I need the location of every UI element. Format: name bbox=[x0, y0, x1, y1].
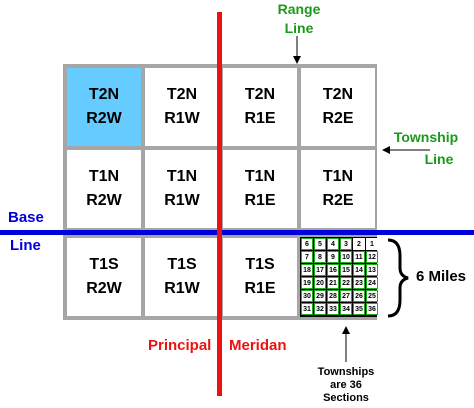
six-miles-label: 6 Miles bbox=[416, 268, 467, 285]
section-cell: 33 bbox=[327, 303, 339, 315]
range-label: R2E bbox=[322, 192, 354, 209]
section-cell: 7 bbox=[301, 251, 313, 263]
section-cell: 27 bbox=[340, 290, 352, 302]
range-label: R1W bbox=[164, 110, 200, 127]
section-cell: 34 bbox=[340, 303, 352, 315]
section-cell: 25 bbox=[366, 290, 378, 302]
township-label: T2N bbox=[166, 86, 198, 103]
range-label: R2E bbox=[322, 110, 354, 127]
township-label: T2N bbox=[322, 86, 354, 103]
section-cell: 10 bbox=[340, 251, 352, 263]
section-cell: 14 bbox=[353, 264, 365, 276]
township-label: T1N bbox=[88, 168, 120, 185]
township-label: T1N bbox=[244, 168, 276, 185]
range-line-label-1: Range bbox=[277, 1, 321, 17]
section-cell: 21 bbox=[327, 277, 339, 289]
section-cell: 24 bbox=[366, 277, 378, 289]
section-cell: 30 bbox=[301, 290, 313, 302]
range-label: R2W bbox=[86, 192, 122, 209]
township-label: T1S bbox=[89, 256, 119, 273]
base-line-label-bottom: Line bbox=[10, 237, 41, 254]
section-cell: 8 bbox=[314, 251, 326, 263]
section-cell: 1 bbox=[366, 238, 378, 250]
range-label: R1W bbox=[164, 280, 200, 297]
range-label: R1E bbox=[244, 192, 276, 209]
section-cell: 23 bbox=[353, 277, 365, 289]
section-cell: 15 bbox=[340, 264, 352, 276]
range-line-label-2: Line bbox=[284, 20, 314, 36]
township-line-label-2: Line bbox=[424, 151, 454, 167]
section-cell: 18 bbox=[301, 264, 313, 276]
township-label: T2N bbox=[88, 86, 120, 103]
township-label: T1S bbox=[167, 256, 197, 273]
township-label: T1S bbox=[245, 256, 275, 273]
township-label: T1N bbox=[166, 168, 198, 185]
section-cell: 6 bbox=[301, 238, 313, 250]
townships-note-1: Townships bbox=[317, 366, 375, 378]
township-line-label-1: Township bbox=[393, 129, 459, 145]
section-cell: 17 bbox=[314, 264, 326, 276]
range-line-label: Range Line bbox=[270, 0, 328, 38]
section-cell: 28 bbox=[327, 290, 339, 302]
section-cell: 2 bbox=[353, 238, 365, 250]
section-cell: 32 bbox=[314, 303, 326, 315]
section-cell: 12 bbox=[366, 251, 378, 263]
section-cell: 9 bbox=[327, 251, 339, 263]
townships-note-3: Sections bbox=[323, 392, 369, 404]
section-cell: 31 bbox=[301, 303, 313, 315]
six-miles-brace bbox=[387, 238, 409, 318]
range-label: R2W bbox=[86, 110, 122, 127]
meridian-label: Meridan bbox=[229, 337, 287, 354]
section-cell: 3 bbox=[340, 238, 352, 250]
section-cell: 26 bbox=[353, 290, 365, 302]
township-line-label: Township Line bbox=[378, 126, 474, 170]
range-label: R1E bbox=[244, 110, 276, 127]
townships-note-2: are 36 bbox=[330, 379, 362, 391]
range-label: R2W bbox=[86, 280, 122, 297]
principal-label: Principal bbox=[148, 337, 212, 354]
township-label: T1N bbox=[322, 168, 354, 185]
base-line-label-top: Base bbox=[8, 209, 44, 226]
base-line bbox=[0, 230, 474, 235]
section-cell: 35 bbox=[353, 303, 365, 315]
range-label: R1W bbox=[164, 192, 200, 209]
township-label: T2N bbox=[244, 86, 276, 103]
principal-meridian-line bbox=[217, 12, 222, 396]
section-cell: 13 bbox=[366, 264, 378, 276]
townships-note: Townships are 36 Sections bbox=[305, 366, 387, 405]
section-cell: 29 bbox=[314, 290, 326, 302]
section-cell: 11 bbox=[353, 251, 365, 263]
section-cell: 22 bbox=[340, 277, 352, 289]
section-cell: 4 bbox=[327, 238, 339, 250]
section-cell: 36 bbox=[366, 303, 378, 315]
section-cell: 5 bbox=[314, 238, 326, 250]
section-cell: 20 bbox=[314, 277, 326, 289]
range-label: R1E bbox=[244, 280, 276, 297]
section-cell: 16 bbox=[327, 264, 339, 276]
section-cell: 19 bbox=[301, 277, 313, 289]
